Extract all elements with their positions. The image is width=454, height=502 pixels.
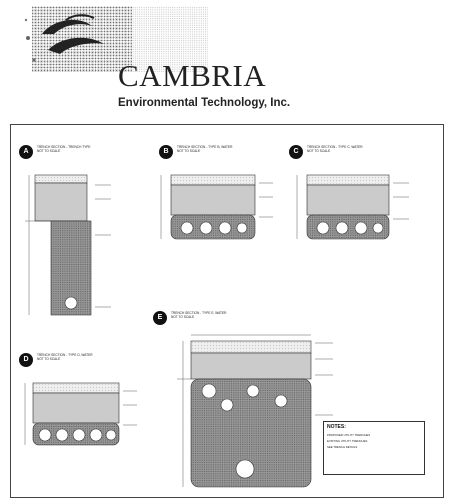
panel-d-title: TRENCH SECTION - TYPE D, WATER NOT TO SC… [37, 353, 93, 361]
panel-a-subtitle: NOT TO SCALE [37, 148, 61, 153]
panel-e-subtitle: NOT TO SCALE [171, 314, 195, 319]
panel-a-trench [25, 174, 111, 316]
notes-item: EXISTING UTILITY TRENCHES [327, 439, 368, 443]
notes-box: NOTES: PROPOSED UTILITY TRENCHES EXISTIN… [323, 421, 425, 475]
panel-a-title-text: TRENCH SECTION - TRENCH TYPE [37, 145, 91, 149]
panel-b-badge: B [159, 145, 173, 159]
notes-item: SEE TRENCH DETAILS [327, 445, 358, 449]
panel-d-badge: D [19, 353, 33, 367]
panel-b-trench [160, 174, 273, 240]
panel-e-title-text: TRENCH SECTION - TYPE E, WATER [171, 311, 227, 315]
panel-e-badge: E [153, 311, 167, 325]
panel-d-trench [24, 382, 137, 446]
panel-b-title-text: TRENCH SECTION - TYPE B, WATER [177, 145, 233, 149]
sheet-drawing [24, 174, 409, 488]
panel-a-badge: A [19, 145, 33, 159]
panel-c-subtitle: NOT TO SCALE [307, 148, 331, 153]
notes-title: NOTES: [327, 424, 346, 430]
panel-c-title: TRENCH SECTION - TYPE C, WATER NOT TO SC… [307, 145, 363, 153]
notes-item: PROPOSED UTILITY TRENCHES [327, 433, 371, 437]
panel-b-title: TRENCH SECTION - TYPE B, WATER NOT TO SC… [177, 145, 233, 153]
company-name: CAMBRIA [118, 58, 267, 93]
panel-e-title: TRENCH SECTION - TYPE E, WATER NOT TO SC… [171, 311, 227, 319]
panel-e-trench [177, 334, 333, 488]
panel-d-subtitle: NOT TO SCALE [37, 356, 61, 361]
panel-c-badge: C [289, 145, 303, 159]
cambria-logo [22, 0, 212, 76]
company-tagline: Environmental Technology, Inc. [118, 97, 291, 109]
logo-mark [24, 6, 208, 72]
panel-c-title-text: TRENCH SECTION - TYPE C, WATER [307, 145, 363, 149]
panel-b-subtitle: NOT TO SCALE [177, 148, 201, 153]
trench-detail-sheet: A TRENCH SECTION - TRENCH TYPE NOT TO SC… [10, 124, 444, 498]
panel-d-title-text: TRENCH SECTION - TYPE D, WATER [37, 353, 93, 357]
panel-c-trench [296, 174, 409, 240]
panel-a-title: TRENCH SECTION - TRENCH TYPE NOT TO SCAL… [37, 145, 91, 153]
